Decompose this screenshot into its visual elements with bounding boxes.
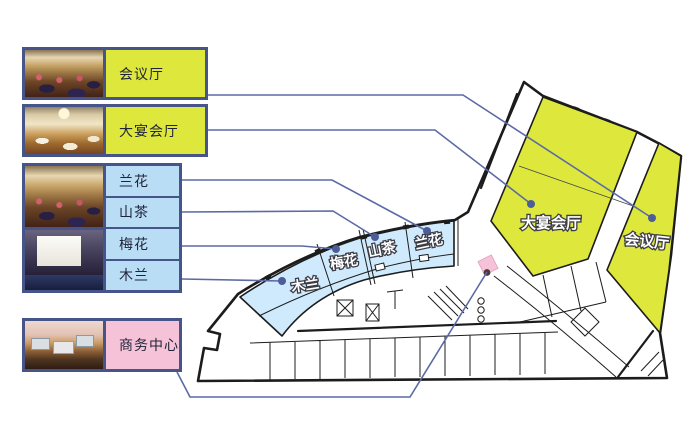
banquet-photo-art [25, 166, 103, 227]
legend-label-camellia[interactable]: 山茶 [106, 195, 179, 227]
plan-label-magnolia: 木兰 [289, 275, 320, 295]
legend-label-business-center[interactable]: 商务中心 [106, 321, 179, 369]
banquet-photo-art [25, 107, 103, 154]
function-room-photos [25, 166, 106, 290]
legend-group-function-rooms: 兰花 山茶 梅花 木兰 [22, 163, 182, 293]
connector-business-center [176, 271, 488, 398]
photo-function-room-banquet [25, 166, 103, 227]
legend-label-plum[interactable]: 梅花 [106, 227, 179, 259]
connector-camellia [181, 210, 376, 238]
legend-item-business-center[interactable]: 商务中心 [22, 318, 182, 372]
legend-item-banquet-hall[interactable]: 大宴会厅 [22, 104, 208, 157]
photo-banquet-hall [25, 107, 106, 154]
connector-conference-hall [208, 94, 653, 219]
connector-banquet-hall [208, 129, 532, 205]
legend-label-orchid[interactable]: 兰花 [106, 166, 179, 196]
legend-label-conference-hall[interactable]: 会议厅 [106, 50, 205, 97]
laptop-icon [31, 338, 51, 350]
function-room-labels: 兰花 山茶 梅花 木兰 [106, 166, 179, 290]
meeting-table [25, 275, 103, 290]
plan-interior-walls [296, 92, 655, 379]
printer-icon [53, 341, 74, 354]
monitor-icon [76, 335, 95, 347]
connector-plum [182, 245, 337, 250]
legend-item-conference-hall[interactable]: 会议厅 [22, 47, 208, 100]
plan-detail-lines [249, 219, 664, 380]
projection-screen [37, 235, 82, 266]
plan-band-doors [374, 253, 430, 272]
plan-columns [477, 297, 485, 323]
meeting-photo-art [25, 229, 103, 290]
legend-label-magnolia[interactable]: 木兰 [106, 258, 179, 290]
plan-banquet-partition [518, 165, 634, 207]
connector-orchid [182, 179, 428, 232]
plan-room-business-center[interactable] [477, 254, 499, 276]
photo-function-room-meeting [25, 226, 103, 290]
plan-band-partitions [258, 221, 455, 317]
banquet-photo-art [25, 50, 103, 97]
legend-label-banquet-hall[interactable]: 大宴会厅 [106, 107, 205, 154]
connector-magnolia [181, 278, 283, 282]
plan-room-conference-hall[interactable] [606, 142, 682, 334]
plan-label-orchid: 兰花 [413, 230, 444, 251]
plan-label-banquet-hall: 大宴会厅 [521, 214, 581, 232]
plan-room-banquet-hall[interactable] [490, 96, 638, 277]
business-photo-art [25, 321, 103, 369]
photo-business-center [25, 321, 106, 369]
plan-label-plum: 梅花 [329, 251, 359, 272]
photo-conference-hall [25, 50, 106, 97]
connector-dots [278, 200, 656, 285]
